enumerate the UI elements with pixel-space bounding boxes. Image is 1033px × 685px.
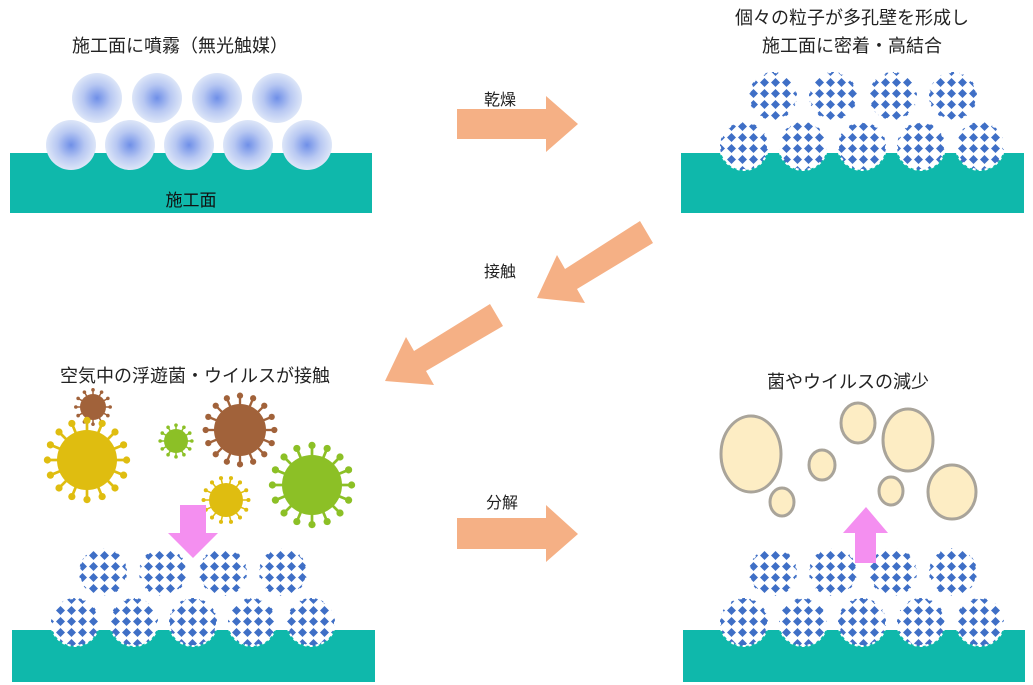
spray-particle-icon bbox=[132, 73, 182, 123]
arrow-dry: 乾燥 bbox=[457, 90, 578, 152]
porous-particle-icon bbox=[227, 597, 277, 647]
porous-particle-icon bbox=[198, 547, 248, 597]
porous-particle-icon bbox=[955, 121, 1005, 171]
porous-particles-contact bbox=[50, 547, 336, 647]
porous-particle-icon bbox=[778, 121, 828, 171]
surface-label: 施工面 bbox=[166, 191, 217, 211]
porous-particle-icon bbox=[955, 597, 1005, 647]
spray-particle-icon bbox=[192, 73, 242, 123]
spray-particle-icon bbox=[252, 73, 302, 123]
spray-particles bbox=[46, 73, 332, 170]
spray-caption: 施工面に噴霧（無光触媒） bbox=[72, 36, 288, 57]
decompose-caption: 菌やウイルスの減少 bbox=[767, 372, 929, 393]
virus-icon bbox=[74, 388, 112, 426]
panel-decompose: 菌やウイルスの減少 bbox=[683, 372, 1025, 682]
up-arrow-icon bbox=[843, 507, 888, 563]
residue-bubbles bbox=[719, 401, 978, 521]
porous-particle-icon bbox=[719, 121, 769, 171]
porous-particle-icon bbox=[748, 71, 798, 121]
residue-bubble-icon bbox=[877, 475, 905, 507]
contact-caption: 空気中の浮遊菌・ウイルスが接触 bbox=[60, 366, 330, 387]
porous-particle-icon bbox=[778, 597, 828, 647]
porous-particle-icon bbox=[719, 597, 769, 647]
porous-particle-icon bbox=[896, 121, 946, 171]
dry-caption-line1: 個々の粒子が多孔壁を形成し bbox=[735, 8, 969, 29]
porous-particle-icon bbox=[928, 547, 978, 597]
panel-contact: 空気中の浮遊菌・ウイルスが接触 bbox=[12, 366, 375, 682]
process-arrow-icon bbox=[457, 96, 578, 152]
porous-particle-icon bbox=[868, 71, 918, 121]
porous-particle-icon bbox=[837, 121, 887, 171]
down-arrow-icon bbox=[168, 505, 218, 558]
porous-particles-dry bbox=[719, 71, 1005, 171]
porous-particle-icon bbox=[78, 547, 128, 597]
arrow-contact: 接触 bbox=[385, 221, 653, 385]
process-arrow-icon bbox=[537, 221, 653, 303]
process-arrow-icon bbox=[385, 304, 503, 385]
residue-bubble-icon bbox=[719, 414, 783, 494]
spray-particle-icon bbox=[164, 120, 214, 170]
residue-bubble-icon bbox=[926, 463, 978, 521]
arrow-contact-label: 接触 bbox=[484, 262, 516, 281]
virus-icon bbox=[43, 416, 131, 504]
porous-particle-icon bbox=[808, 547, 858, 597]
porous-particle-icon bbox=[258, 547, 308, 597]
spray-particle-icon bbox=[72, 73, 122, 123]
spray-particle-icon bbox=[282, 120, 332, 170]
virus-icon bbox=[201, 476, 251, 524]
arrow-dry-label: 乾燥 bbox=[484, 90, 516, 109]
spray-particle-icon bbox=[105, 120, 155, 170]
virus-icon bbox=[268, 441, 356, 529]
porous-particle-icon bbox=[168, 597, 218, 647]
residue-bubble-icon bbox=[839, 401, 877, 445]
porous-particle-icon bbox=[837, 597, 887, 647]
arrow-decompose: 分解 bbox=[457, 493, 578, 562]
spray-particle-icon bbox=[46, 120, 96, 170]
viruses bbox=[43, 388, 356, 529]
porous-particle-icon bbox=[808, 71, 858, 121]
porous-particle-icon bbox=[868, 547, 918, 597]
process-arrow-icon bbox=[457, 505, 578, 562]
residue-bubble-icon bbox=[768, 486, 796, 518]
porous-particle-icon bbox=[286, 597, 336, 647]
residue-bubble-icon bbox=[881, 407, 935, 473]
arrow-decompose-label: 分解 bbox=[486, 493, 518, 512]
porous-particle-icon bbox=[748, 547, 798, 597]
porous-particle-icon bbox=[109, 597, 159, 647]
panel-spray: 施工面に噴霧（無光触媒） 施工面 bbox=[10, 36, 372, 213]
porous-particle-icon bbox=[928, 71, 978, 121]
porous-particles-decompose bbox=[719, 547, 1005, 647]
residue-bubble-icon bbox=[807, 448, 837, 482]
porous-particle-icon bbox=[138, 547, 188, 597]
panel-dry: 個々の粒子が多孔壁を形成し 施工面に密着・高結合 bbox=[681, 8, 1024, 213]
virus-icon bbox=[158, 423, 194, 459]
porous-particle-icon bbox=[50, 597, 100, 647]
virus-icon bbox=[202, 392, 278, 468]
spray-particle-icon bbox=[223, 120, 273, 170]
porous-particle-icon bbox=[896, 597, 946, 647]
dry-caption-line2: 施工面に密着・高結合 bbox=[762, 36, 942, 57]
